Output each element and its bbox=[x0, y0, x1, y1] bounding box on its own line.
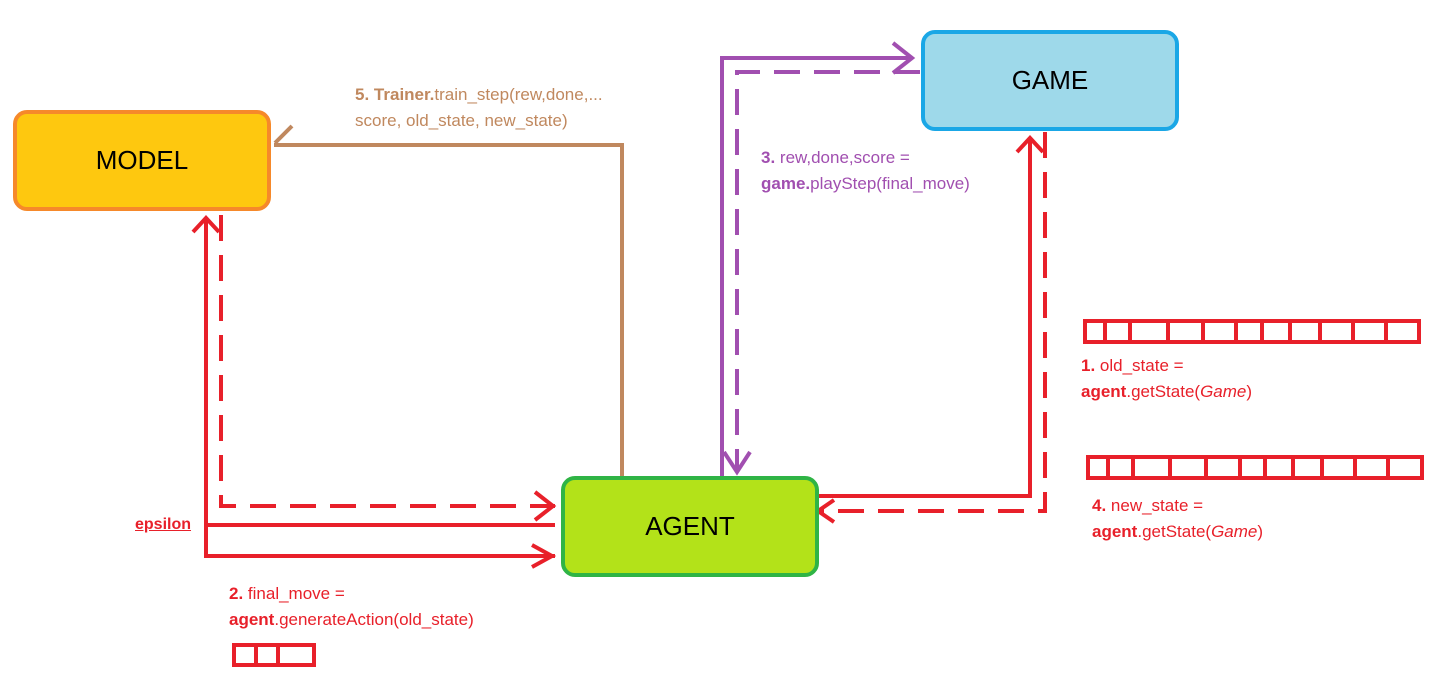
step1-label: 1. old_state = agent.getState(Game) bbox=[1081, 353, 1252, 405]
step2-label: 2. final_move = agent.generateAction(old… bbox=[229, 581, 474, 633]
step1-assign: old_state = bbox=[1095, 356, 1184, 375]
step4-object: agent bbox=[1092, 522, 1138, 541]
model-to-agent-dashed bbox=[219, 215, 555, 508]
step3-label: 3. rew,done,score = game.playStep(final_… bbox=[761, 145, 970, 197]
trainer-line bbox=[274, 143, 624, 476]
step2-num: 2. bbox=[229, 584, 244, 603]
step1-method: .getState( bbox=[1126, 382, 1201, 401]
step3-method: playStep(final_move) bbox=[810, 174, 970, 193]
step3-assign: rew,done,score = bbox=[775, 148, 910, 167]
step1-num: 1. bbox=[1081, 356, 1096, 375]
step5-num: 5. bbox=[355, 85, 370, 104]
agent-left-arrowhead bbox=[814, 498, 836, 524]
trainer-arrowhead bbox=[273, 124, 294, 145]
model-up-arrowhead bbox=[191, 215, 221, 234]
agent-to-game-state-solid bbox=[818, 140, 1032, 498]
epsilon-label: epsilon bbox=[135, 516, 192, 533]
step4-num: 4. bbox=[1092, 496, 1107, 515]
final-move-vector bbox=[232, 643, 316, 667]
step1-close: ) bbox=[1246, 382, 1253, 401]
agent-to-game-solid bbox=[720, 56, 912, 476]
step1-object: agent bbox=[1081, 382, 1127, 401]
game-to-agent-dashed bbox=[735, 70, 920, 470]
trainer-connector bbox=[273, 124, 624, 476]
step4-method: .getState( bbox=[1137, 522, 1212, 541]
new-state-vector bbox=[1086, 455, 1424, 480]
step5-args: score, old_state, new_state) bbox=[355, 111, 568, 130]
agent-down-arrowhead bbox=[722, 450, 752, 476]
step5-method: train_step(rew,done,... bbox=[434, 85, 603, 104]
model-node: MODEL bbox=[13, 110, 271, 211]
step5-label: 5. Trainer.train_step(rew,done,... score… bbox=[355, 82, 603, 134]
step2-object: agent bbox=[229, 610, 275, 629]
agent-arrowhead-lower bbox=[531, 543, 557, 569]
step2-assign: final_move = bbox=[243, 584, 345, 603]
agent-node: AGENT bbox=[561, 476, 819, 577]
game-step-connector bbox=[720, 41, 920, 476]
model-agent-connectors bbox=[191, 215, 557, 569]
state-connector bbox=[814, 132, 1047, 524]
game-up-arrowhead bbox=[1015, 135, 1045, 154]
step4-close: ) bbox=[1257, 522, 1264, 541]
agent-arrowhead-upper bbox=[533, 490, 557, 522]
game-node: GAME bbox=[921, 30, 1179, 131]
step3-object: game. bbox=[761, 174, 811, 193]
step5-object: Trainer. bbox=[373, 85, 435, 104]
old-state-vector bbox=[1083, 319, 1421, 344]
step2-method: .generateAction(old_state) bbox=[274, 610, 474, 629]
game-to-agent-state-dashed bbox=[820, 132, 1047, 513]
step1-arg: Game bbox=[1200, 382, 1247, 401]
step4-arg: Game bbox=[1211, 522, 1258, 541]
step4-label: 4. new_state = agent.getState(Game) bbox=[1092, 493, 1263, 545]
step3-num: 3. bbox=[761, 148, 776, 167]
step4-assign: new_state = bbox=[1106, 496, 1204, 515]
game-arrowhead bbox=[891, 41, 916, 75]
